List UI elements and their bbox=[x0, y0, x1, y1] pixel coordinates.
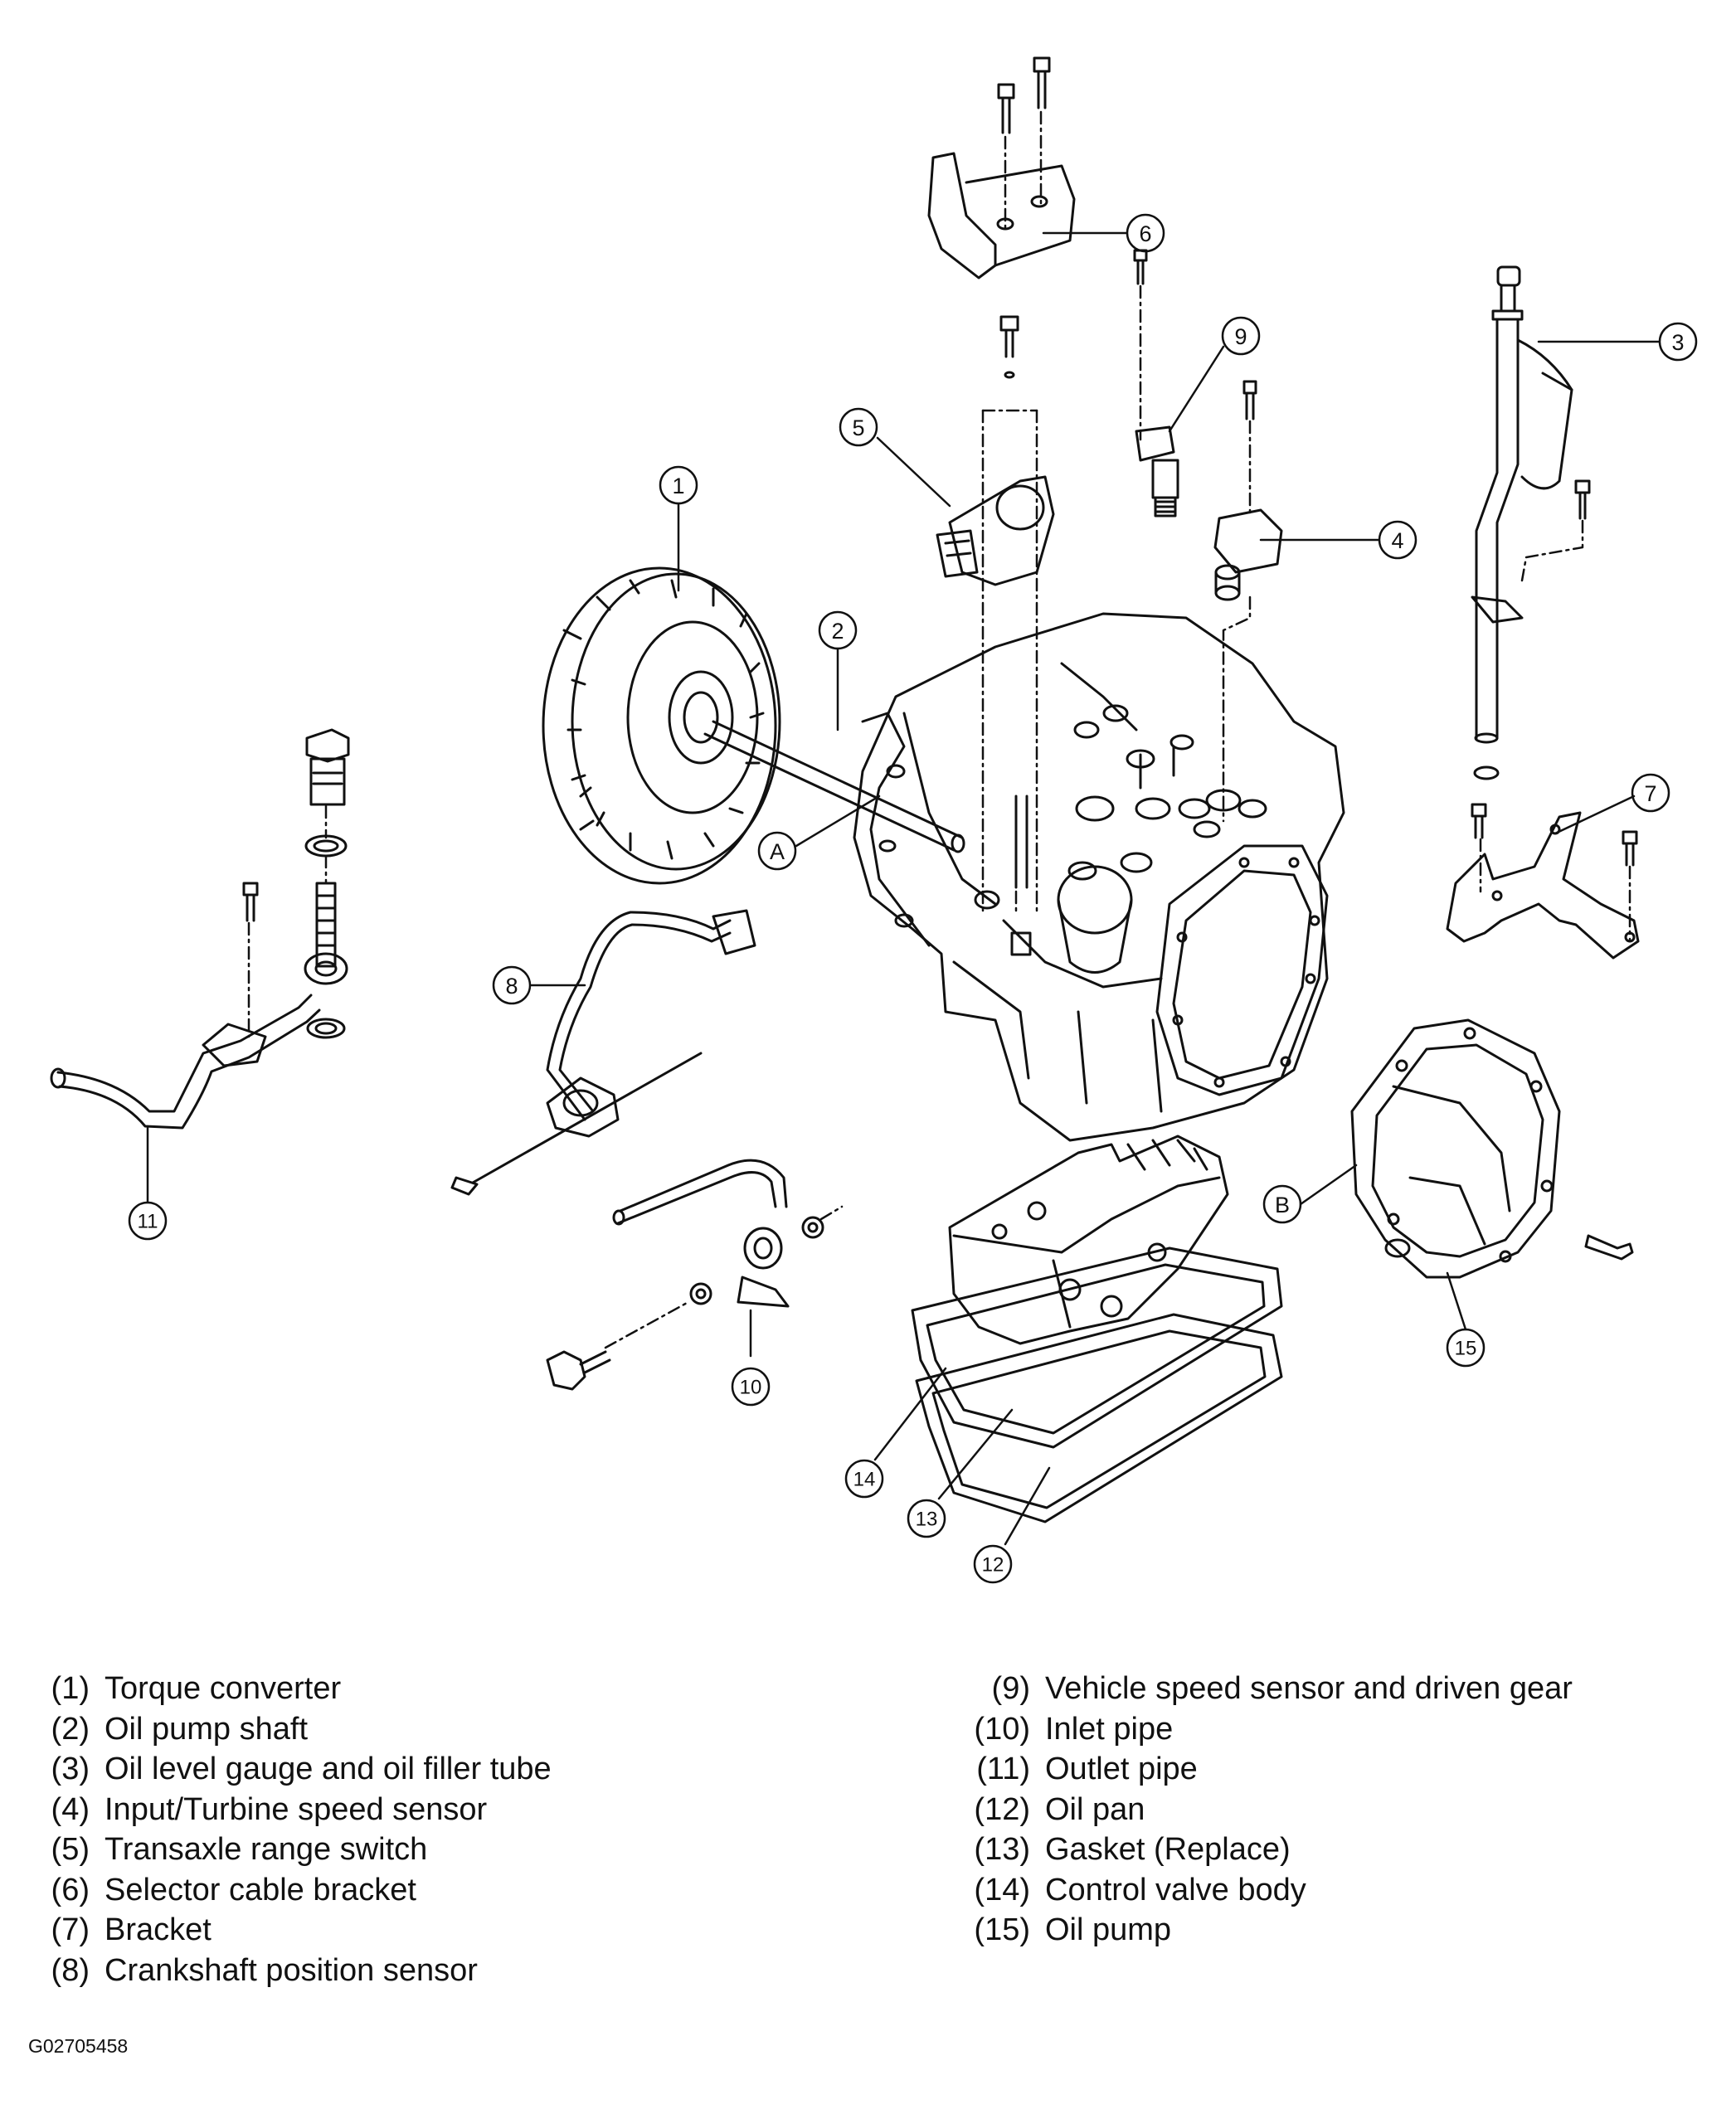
legend-number: (7) bbox=[51, 1912, 90, 1947]
legend-number: (4) bbox=[51, 1791, 90, 1827]
legend-number: (9) bbox=[991, 1671, 1030, 1706]
legend-number: (10) bbox=[974, 1711, 1030, 1747]
legend-number: (15) bbox=[974, 1912, 1030, 1947]
vehicle-speed-sensor bbox=[1133, 249, 1179, 518]
torque-converter bbox=[542, 566, 781, 885]
oil-pump-shaft bbox=[703, 720, 965, 853]
legend-item: (7) Bracket bbox=[30, 1910, 552, 1951]
legend-number: (2) bbox=[51, 1711, 90, 1747]
oil-pump bbox=[1350, 1018, 1634, 1279]
legend-item: (4) Input/Turbine speed sensor bbox=[30, 1790, 552, 1830]
legend-text: Oil level gauge and oil filler tube bbox=[105, 1752, 552, 1786]
legend-number: (14) bbox=[974, 1872, 1030, 1907]
callout-15: 15 bbox=[1455, 1338, 1477, 1360]
legend-text: Bracket bbox=[105, 1912, 212, 1947]
legend-item: (9) Vehicle speed sensor and driven gear bbox=[954, 1669, 1573, 1709]
legend-number: (13) bbox=[974, 1832, 1030, 1867]
legend-left-column: (1) Torque converter (2) Oil pump shaft (3… bbox=[30, 1669, 552, 1990]
legend-item: (12) Oil pan bbox=[954, 1790, 1573, 1830]
legend-item: (8) Crankshaft position sensor bbox=[30, 1951, 552, 1991]
callout-9: 9 bbox=[1234, 324, 1247, 349]
inlet-pipe bbox=[546, 1159, 824, 1391]
oil-level-gauge-tube bbox=[1471, 265, 1591, 780]
callout-2: 2 bbox=[831, 619, 844, 644]
legend-text: Selector cable bracket bbox=[105, 1872, 416, 1907]
legend-number: (3) bbox=[51, 1752, 90, 1786]
figure-id: G02705458 bbox=[28, 2035, 129, 2057]
control-valve-body bbox=[948, 1135, 1229, 1345]
transaxle-case bbox=[853, 612, 1345, 1142]
legend-text: Oil pump shaft bbox=[105, 1711, 308, 1747]
legend-number: (5) bbox=[51, 1832, 90, 1867]
legend-item: (10) Inlet pipe bbox=[954, 1709, 1573, 1750]
crankshaft-position-sensor bbox=[450, 909, 756, 1196]
legend-text: Torque converter bbox=[105, 1671, 342, 1706]
legend-text: Inlet pipe bbox=[1045, 1711, 1174, 1747]
exploded-parts-diagram: 1 2 3 4 5 6 9 7 8 10 11 12 13 14 15 A B bbox=[50, 56, 1698, 1584]
callout-14: 14 bbox=[853, 1469, 876, 1491]
callout-3: 3 bbox=[1671, 330, 1684, 355]
transaxle-range-switch bbox=[936, 315, 1055, 586]
legend-text: Gasket (Replace) bbox=[1045, 1832, 1291, 1867]
callout-7: 7 bbox=[1644, 781, 1656, 806]
legend-item: (15) Oil pump bbox=[954, 1910, 1573, 1951]
legend-item: (11) Outlet pipe bbox=[954, 1749, 1573, 1790]
callout-4: 4 bbox=[1391, 528, 1403, 553]
outlet-pipe bbox=[50, 728, 350, 1130]
legend-item: (1) Torque converter bbox=[30, 1669, 552, 1709]
legend-text: Oil pump bbox=[1045, 1912, 1172, 1947]
callout-11: 11 bbox=[138, 1211, 158, 1233]
legend-text: Transaxle range switch bbox=[105, 1832, 428, 1867]
legend-text: Crankshaft position sensor bbox=[105, 1952, 478, 1988]
legend-item: (6) Selector cable bracket bbox=[30, 1870, 552, 1911]
bracket bbox=[1446, 803, 1640, 960]
legend-text: Control valve body bbox=[1045, 1872, 1306, 1907]
legend-number: (12) bbox=[974, 1791, 1030, 1827]
legend-right-column: (9)Vehicle speed sensor and driven gear … bbox=[954, 1669, 1573, 1951]
legend-number: (8) bbox=[51, 1952, 90, 1988]
legend-item: (14) Control valve body bbox=[954, 1870, 1573, 1911]
legend-text: Input/Turbine speed sensor bbox=[105, 1791, 488, 1827]
callout-1: 1 bbox=[672, 474, 684, 498]
callout-5: 5 bbox=[852, 415, 864, 440]
input-turbine-speed-sensor bbox=[1213, 380, 1283, 601]
callout-a: A bbox=[770, 839, 785, 864]
callout-12: 12 bbox=[982, 1554, 1004, 1577]
gasket bbox=[911, 1246, 1283, 1449]
callout-b: B bbox=[1275, 1193, 1290, 1217]
legend-item: (3) Oil level gauge and oil filler tube bbox=[30, 1749, 552, 1790]
selector-cable-bracket bbox=[927, 56, 1076, 279]
callout-13: 13 bbox=[916, 1509, 938, 1531]
legend-number: (11) bbox=[976, 1752, 1030, 1786]
oil-pan bbox=[915, 1313, 1283, 1523]
legend-item: (13) Gasket (Replace) bbox=[954, 1830, 1573, 1870]
legend-number: (1) bbox=[51, 1671, 90, 1706]
legend-item: (5) Transaxle range switch bbox=[30, 1830, 552, 1870]
callout-6: 6 bbox=[1139, 221, 1151, 246]
legend-text: Vehicle speed sensor and driven gear bbox=[1045, 1671, 1573, 1706]
legend-text: Oil pan bbox=[1045, 1791, 1145, 1827]
legend-text: Outlet pipe bbox=[1045, 1752, 1198, 1786]
legend-item: (2) Oil pump shaft bbox=[30, 1709, 552, 1750]
legend-number: (6) bbox=[51, 1872, 90, 1907]
callout-8: 8 bbox=[505, 974, 518, 999]
callout-10: 10 bbox=[740, 1377, 762, 1399]
